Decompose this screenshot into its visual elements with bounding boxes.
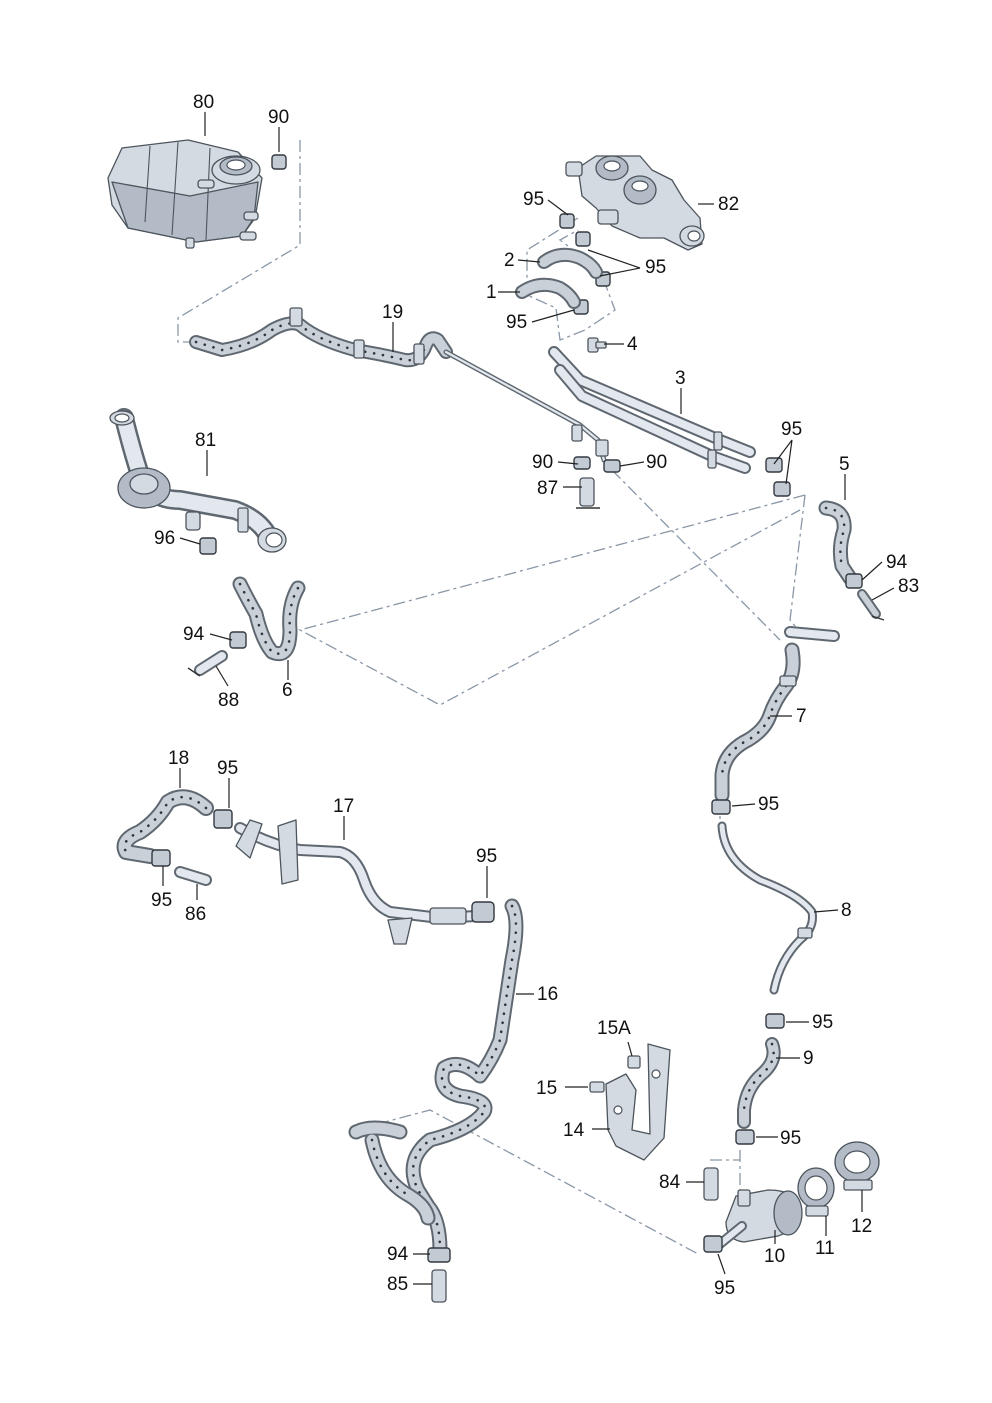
- bolt-15: [589, 1081, 605, 1093]
- callout-95: 95: [758, 794, 779, 815]
- callout-3: 3: [675, 368, 686, 389]
- hose-19: [189, 307, 609, 463]
- callout-95: 95: [780, 1128, 801, 1149]
- pipe-85: [431, 1269, 447, 1303]
- bracket-14: [605, 1043, 671, 1161]
- clamp-94-right: [845, 573, 863, 589]
- clamps-95-hose18: [151, 809, 233, 867]
- callout-11: 11: [815, 1238, 835, 1259]
- callout-82: 82: [718, 194, 739, 215]
- callout-14: 14: [563, 1120, 585, 1141]
- hose-16: [348, 898, 524, 1258]
- callout-80: 80: [193, 92, 214, 113]
- pipe-8: [717, 821, 817, 995]
- flange-pipe-81: [109, 408, 287, 553]
- callout-95: 95: [781, 419, 802, 440]
- callout-81: 81: [195, 430, 216, 451]
- callout-87: 87: [537, 478, 558, 499]
- hose-2: [537, 247, 603, 279]
- clamps-95-right: [765, 457, 791, 497]
- callout-95: 95: [151, 890, 172, 911]
- clamp-95-pipe17: [471, 901, 495, 923]
- callout-95: 95: [714, 1278, 735, 1299]
- callout-6: 6: [282, 680, 293, 701]
- twin-pipe-3: [548, 346, 756, 474]
- nut-15A: [627, 1055, 641, 1069]
- callout-1: 1: [486, 282, 497, 303]
- callout-90: 90: [646, 452, 667, 473]
- callout-12: 12: [851, 1216, 872, 1237]
- bolt-4: [587, 337, 607, 353]
- callout-95: 95: [217, 758, 238, 779]
- callout-4: 4: [627, 334, 638, 355]
- hose-6: [232, 576, 306, 662]
- callout-95: 95: [476, 846, 497, 867]
- callout-7: 7: [796, 706, 807, 727]
- pipe-86: [174, 866, 212, 886]
- callout-94: 94: [183, 624, 205, 645]
- pump-bracket-11: [797, 1167, 835, 1217]
- expansion-tank: [107, 139, 263, 249]
- callout-9: 9: [803, 1048, 814, 1069]
- pipe-17: [234, 819, 482, 945]
- callout-84: 84: [659, 1172, 681, 1193]
- clamp-95-hose9: [735, 1129, 755, 1145]
- callout-5: 5: [839, 454, 850, 475]
- clamp-95-pipe8: [765, 1013, 785, 1029]
- hose-1: [515, 277, 581, 309]
- hose-9: [737, 1037, 781, 1129]
- callout-95: 95: [506, 312, 527, 333]
- callout-8: 8: [841, 900, 852, 921]
- callout-86: 86: [185, 904, 206, 925]
- callout-95: 95: [645, 257, 666, 278]
- callout-15A: 15A: [597, 1018, 631, 1039]
- callout-10: 10: [764, 1246, 785, 1267]
- clamp-90-top: [271, 154, 287, 170]
- pipe-83: [857, 589, 885, 621]
- callout-16: 16: [537, 984, 558, 1005]
- callout-96: 96: [154, 528, 175, 549]
- callout-94: 94: [886, 552, 908, 573]
- callout-88: 88: [218, 690, 239, 711]
- coolant-pump-10: [715, 1189, 803, 1249]
- pipe-87: [576, 477, 600, 509]
- callout-18: 18: [168, 748, 189, 769]
- callout-19: 19: [382, 302, 403, 323]
- valve-housing-82: [565, 155, 705, 251]
- clamp-94-bottom: [427, 1247, 451, 1263]
- clamp-96: [199, 537, 217, 555]
- hose-5: [818, 500, 858, 586]
- callout-85: 85: [387, 1274, 408, 1295]
- hose-18: [116, 789, 214, 864]
- callout-90: 90: [532, 452, 553, 473]
- callout-95: 95: [812, 1012, 833, 1033]
- clamp-95-pump: [703, 1235, 723, 1253]
- pipe-84: [703, 1167, 719, 1201]
- callout-17: 17: [333, 796, 354, 817]
- connection-lines: [177, 140, 806, 1256]
- callout-labels: 80 90 95 82 2 95 1 95 4 19 3 81 95 5 90 …: [151, 92, 919, 1299]
- callout-83: 83: [898, 576, 919, 597]
- hose-7: [714, 626, 840, 803]
- callout-90: 90: [268, 107, 289, 128]
- clamp-90-mid: [573, 456, 621, 473]
- callout-95: 95: [523, 189, 544, 210]
- pipe-88: [187, 650, 228, 677]
- callout-94: 94: [387, 1244, 409, 1265]
- callout-2: 2: [504, 250, 515, 271]
- clamp-95-hose7: [711, 799, 731, 815]
- leader-lines: [162, 112, 895, 1285]
- callout-15: 15: [536, 1078, 557, 1099]
- pump-bracket-12: [834, 1141, 880, 1191]
- clamp-94-left: [229, 631, 247, 649]
